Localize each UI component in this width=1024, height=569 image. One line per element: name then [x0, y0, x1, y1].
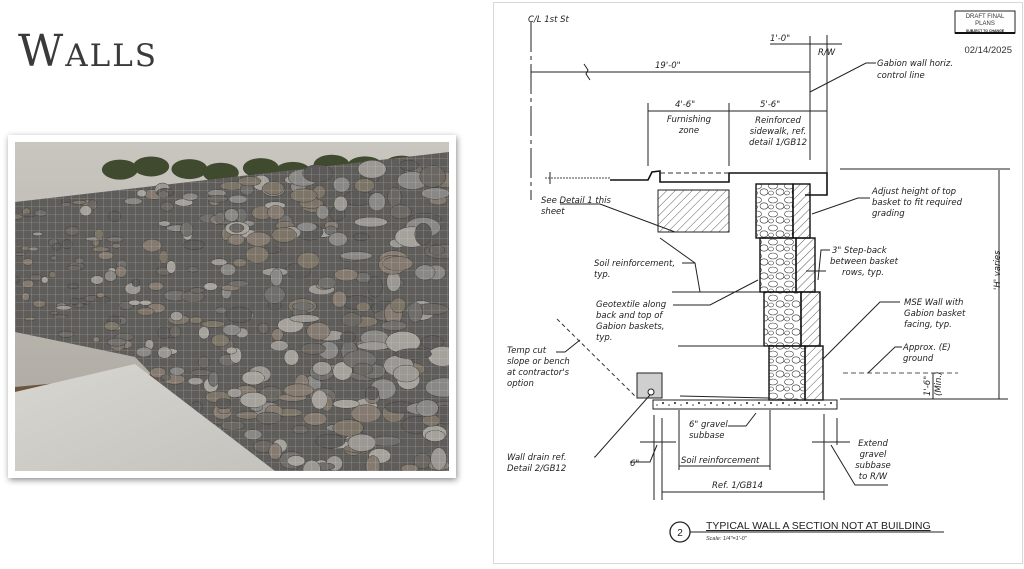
drawing-label: Soil reinforcement [681, 456, 760, 466]
drawing-label: subbase [855, 461, 890, 471]
drawing-label: typ. [594, 270, 610, 280]
drawing-label: Gabion basket [904, 309, 966, 319]
drawing-label: Geotextile along [596, 300, 667, 310]
drawing-label: sheet [541, 207, 565, 217]
slide-title: Walls [18, 26, 159, 77]
drawing-label: Soil reinforcement, [594, 259, 675, 269]
detail-title: TYPICAL WALL A SECTION NOT AT BUILDING [706, 520, 931, 532]
drawing-label: facing, typ. [904, 320, 952, 330]
drawing-label: 1'-6" [923, 376, 933, 396]
drawing-label: PLANS [975, 21, 995, 27]
drawing-label: DRAFT FINAL [966, 14, 1005, 20]
drawing-label: grading [872, 209, 905, 219]
drawing-label: 5'-6" [760, 100, 780, 110]
drawing-label: zone [678, 126, 699, 136]
drawing-label: Gabion baskets, [596, 322, 665, 332]
wall-section-drawing [493, 2, 1023, 564]
drawing-label: basket to fit required [872, 198, 963, 208]
drawing-label: SUBJECT TO CHANGE [966, 29, 1005, 33]
drawing-label: 3" Step-back [832, 246, 888, 256]
drawing-label: Approx. (E) [902, 343, 951, 353]
drawing-label: detail 1/GB12 [749, 138, 807, 148]
drawing-label: ground [903, 354, 934, 364]
drawing-label: gravel [860, 450, 887, 460]
drawing-label: option [507, 379, 534, 389]
drawing-label: subbase [689, 431, 724, 441]
drawing-label: Furnishing [667, 115, 712, 125]
row-label: R/W [818, 48, 836, 58]
drawing-label: 4'-6" [675, 100, 695, 110]
drawing-label: Temp cut [507, 346, 547, 356]
drawing-label: See Detail 1 this [541, 196, 611, 206]
detail-number: 2 [677, 528, 683, 539]
drawing-label: to R/W [859, 472, 888, 482]
drawing-label: Adjust height of top [871, 187, 956, 197]
drawing-label: Extend [858, 439, 888, 449]
drawing-label: 1'-0" [770, 34, 790, 44]
drawing-label: sidewalk, ref. [750, 127, 807, 137]
detail-scale: Scale: 1/4"=1'-0" [706, 536, 748, 542]
drawing-label: between basket [830, 257, 899, 267]
drawing-label: Detail 2/GB12 [507, 464, 566, 474]
draft-stamp: DRAFT FINAL PLANS SUBJECT TO CHANGE 02/1… [954, 10, 1016, 56]
drawing-date: 02/14/2025 [964, 45, 1012, 56]
drawing-label: at contractor's [507, 368, 570, 378]
centerline-label: C/L 1st St [528, 15, 570, 25]
drawing-label: 6" gravel [689, 420, 728, 430]
drawing-label: MSE Wall with [904, 298, 963, 308]
drawing-label: rows, typ. [842, 268, 884, 278]
drawing-label: control line [877, 71, 925, 81]
drawing-label: 19'-0" [655, 61, 681, 71]
drawing-label: typ. [596, 333, 612, 343]
drawing-label: slope or bench [507, 357, 570, 367]
gabion-baskets [755, 183, 824, 401]
drawing-label: Wall drain ref. [507, 453, 566, 463]
gabion-wall-photo [8, 135, 456, 478]
drawing-label: (Min.) [934, 372, 944, 396]
drawing-label: Reinforced [755, 116, 801, 126]
gabion-wall-image [15, 142, 449, 471]
drawing-label: back and top of [596, 311, 664, 321]
drawing-label: Ref. 1/GB14 [712, 481, 763, 491]
drawing-label: 'H' varies [993, 250, 1003, 290]
drawing-label: Gabion wall horiz. [877, 59, 953, 69]
drawing-label: 6" [630, 459, 639, 469]
